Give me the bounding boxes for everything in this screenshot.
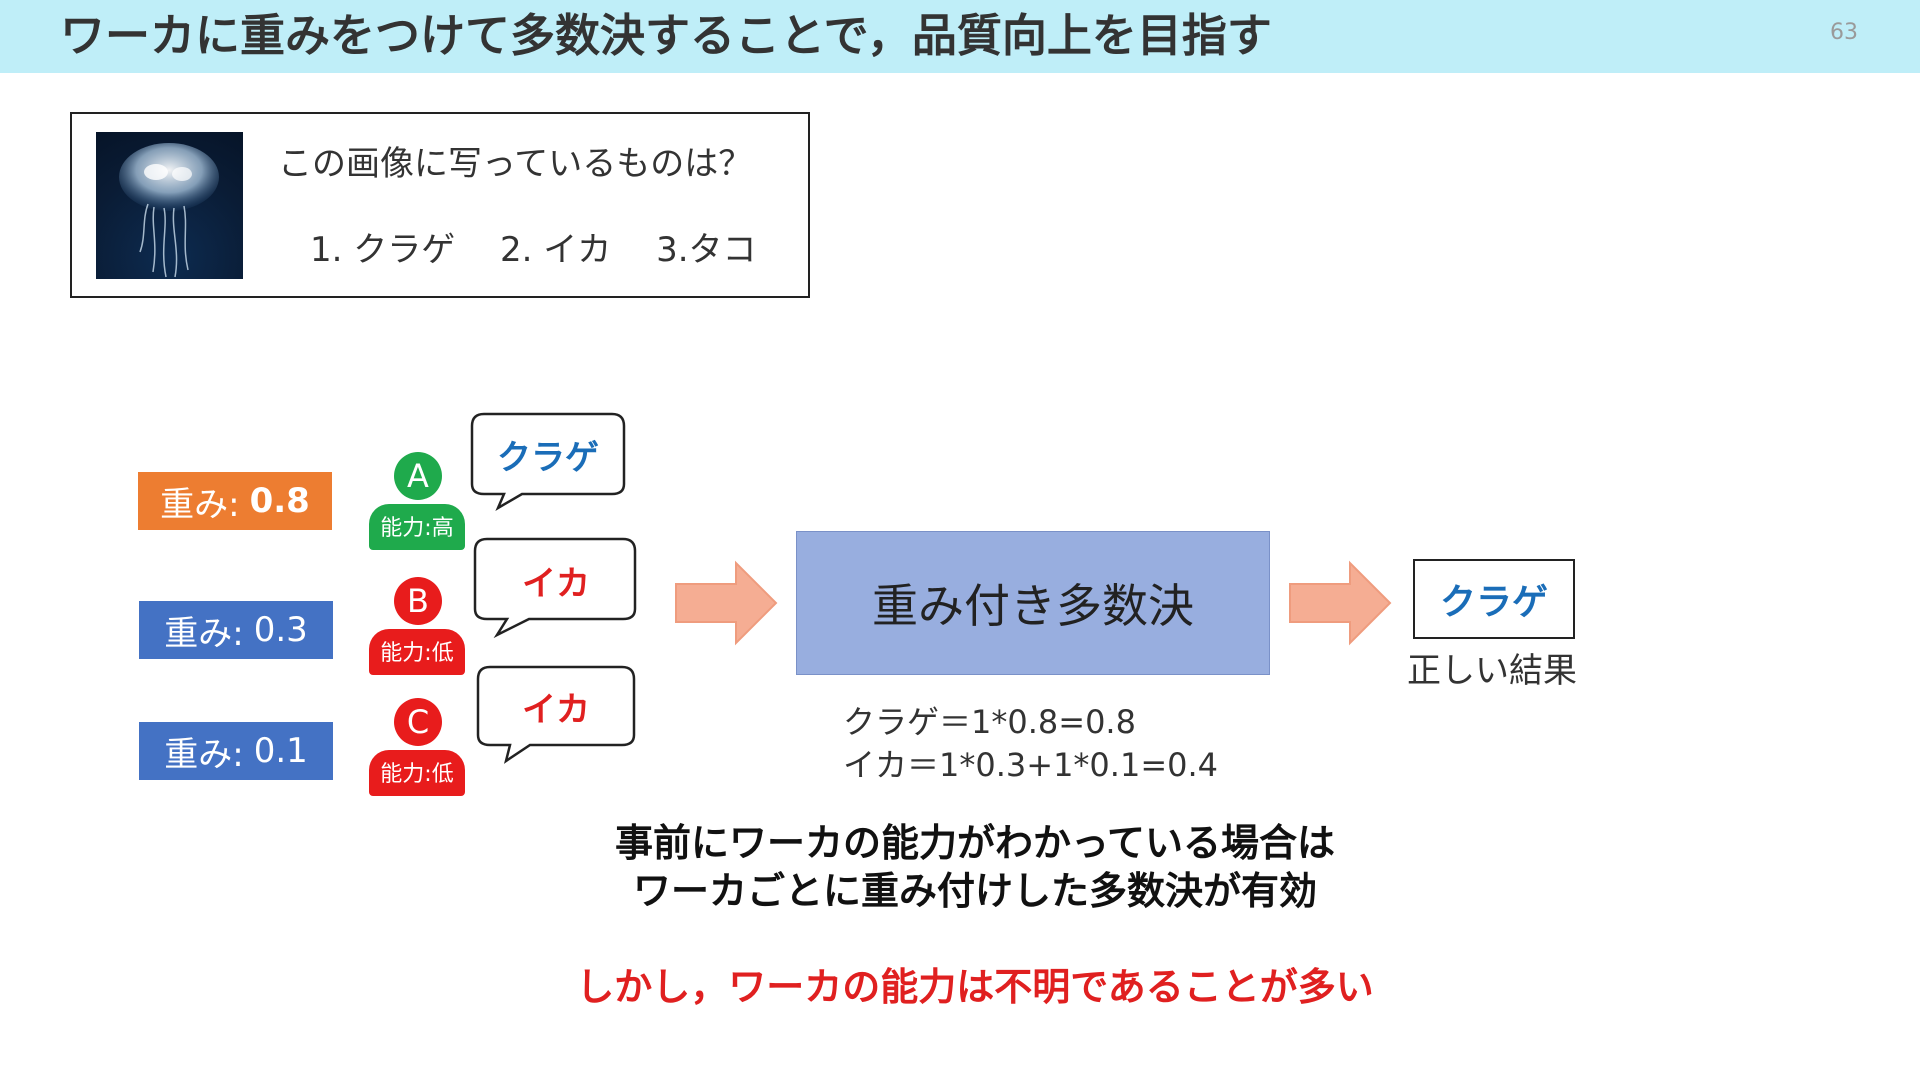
- conclusion-line-2: ワーカごとに重み付けした多数決が有効: [632, 869, 1317, 913]
- worker-letter: C: [394, 698, 442, 746]
- speech-bubble-c: [476, 665, 636, 764]
- worker-b: B 能力:低: [369, 577, 469, 677]
- jellyfish-image: [96, 132, 243, 279]
- result-box: クラゲ: [1413, 559, 1575, 639]
- bubble-answer-a: クラゲ: [497, 438, 599, 478]
- worker-ability: 能力:高: [369, 504, 465, 550]
- worker-a: A 能力:高: [369, 452, 469, 552]
- worker-ability: 能力:低: [369, 750, 465, 796]
- worker-letter: A: [394, 452, 442, 500]
- weight-prefix: 重み:: [164, 734, 244, 775]
- page-number: 63: [1830, 20, 1858, 45]
- question-box: [70, 112, 810, 298]
- bubble-answer-c: イカ: [522, 690, 590, 730]
- weight-label-a: 重み:0.8: [138, 472, 332, 530]
- question-text: この画像に写っているものは？: [278, 144, 753, 184]
- speech-bubble-a: [470, 412, 626, 511]
- worker-c: C 能力:低: [369, 698, 469, 798]
- conclusion-line-1: 事前にワーカの能力がわかっている場合は: [614, 821, 1336, 865]
- weight-value: 0.8: [249, 481, 310, 521]
- worker-letter: B: [394, 577, 442, 625]
- worker-ability: 能力:低: [369, 629, 465, 675]
- result-caption: 正しい結果: [1407, 651, 1577, 691]
- formula-ika: イカ＝1*0.3+1*0.1=0.4: [843, 746, 1219, 784]
- weight-prefix: 重み:: [160, 484, 240, 525]
- weighted-vote-box: 重み付き多数決: [796, 531, 1270, 675]
- weight-value: 0.1: [253, 731, 308, 771]
- header-bar: [0, 0, 1920, 73]
- bubble-answer-b: イカ: [522, 564, 590, 604]
- warning-text: しかし，ワーカの能力は不明であることが多い: [576, 965, 1374, 1009]
- weight-label-b: 重み:0.3: [139, 601, 333, 659]
- weight-label-c: 重み:0.1: [139, 722, 333, 780]
- speech-bubble-b: [473, 537, 637, 639]
- formula-kurage: クラゲ＝1*0.8=0.8: [843, 703, 1136, 741]
- arrow-right-icon: [675, 560, 778, 646]
- arrow-right-icon: [1289, 560, 1392, 646]
- weight-prefix: 重み:: [164, 613, 244, 654]
- weight-value: 0.3: [253, 610, 308, 650]
- answer-options: 1. クラゲ 2. イカ 3.タコ: [310, 230, 757, 270]
- slide-title: ワーカに重みをつけて多数決することで，品質向上を目指す: [60, 9, 1272, 62]
